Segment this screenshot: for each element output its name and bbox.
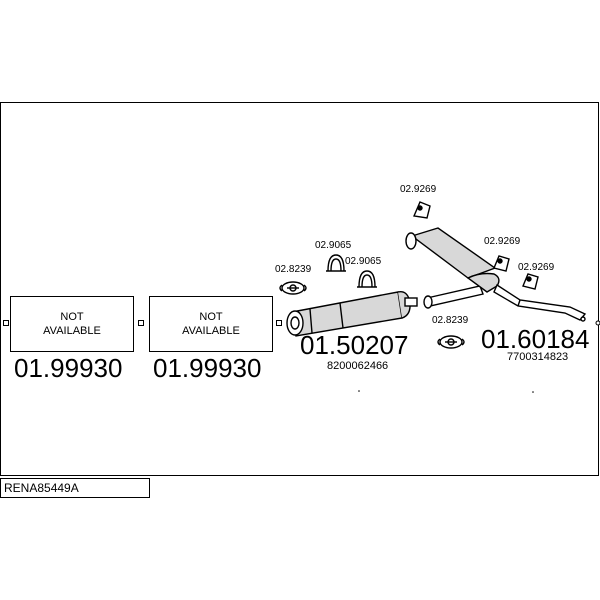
clamp-icon [279, 281, 307, 295]
part-label-hanger: 02.9269 [484, 236, 521, 247]
rubber-hanger-icon [326, 254, 346, 272]
oem-number: 7700314823 [507, 351, 569, 363]
rubber-hanger-icon [413, 201, 431, 219]
not-available-box: NOT AVAILABLE [149, 296, 273, 352]
part-label-clamp: 02.8239 [432, 315, 469, 326]
oem-number: 8200062466 [327, 360, 389, 372]
part-code: 01.99930 [14, 353, 123, 383]
rear-silencer-icon [286, 291, 418, 337]
reference-code: RENA85449A [4, 481, 79, 495]
part-label-hanger: 02.9269 [518, 262, 555, 273]
clamp-icon [437, 335, 465, 349]
connector-square [276, 320, 282, 326]
part-code: 01.50207 [300, 330, 409, 360]
not-available-box: NOT AVAILABLE [10, 296, 134, 352]
part-label-clamp: 02.8239 [275, 264, 312, 275]
box-label-line2: AVAILABLE [43, 325, 101, 337]
box-label-line1: NOT [60, 311, 84, 323]
box-label-line1: NOT [199, 311, 223, 323]
part-label-hanger: 02.9065 [315, 240, 352, 251]
rubber-hanger-icon [357, 270, 377, 288]
connector-square [3, 320, 9, 326]
front-pipe-icon [405, 227, 587, 321]
diagram-frame [0, 102, 599, 476]
part-label-hanger: 02.9269 [400, 184, 437, 195]
rubber-hanger-icon [493, 255, 586, 322]
reference-caption: RENA85449A [0, 478, 150, 498]
part-code: 01.99930 [153, 353, 262, 383]
part-label-hanger: 02.9065 [345, 256, 382, 267]
box-label-line2: AVAILABLE [182, 325, 240, 337]
part-code: 01.60184 [481, 324, 590, 354]
connector-square [138, 320, 144, 326]
